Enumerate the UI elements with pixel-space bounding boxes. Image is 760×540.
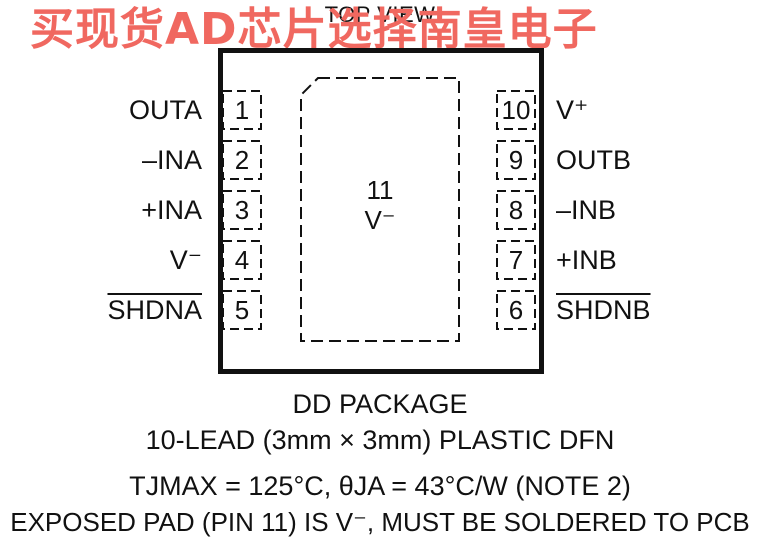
pin-9: 9 <box>496 140 536 180</box>
exposed-pad-outline <box>300 77 460 342</box>
pin-label-inb-minus: –INB <box>556 195 617 225</box>
exposed-pad-label: V⁻ <box>364 205 396 235</box>
pin-number: 3 <box>234 195 250 225</box>
watermark-text: 买现货AD芯片选择南皇电子 <box>30 4 598 55</box>
pin-label-shdna: SHDNA <box>107 295 202 325</box>
top-view-label: TOP VIEW <box>324 2 436 27</box>
pin-number: 10 <box>501 95 531 125</box>
pin-number: 8 <box>508 195 524 225</box>
pin-4: 4 <box>222 240 262 280</box>
pin-label-shdnb: SHDNB <box>556 295 651 325</box>
pin-number: 9 <box>508 145 524 175</box>
pin-3: 3 <box>222 190 262 230</box>
pin-10: 10 <box>496 90 536 130</box>
package-description: 10-LEAD (3mm × 3mm) PLASTIC DFN <box>145 425 615 455</box>
pin-label-outa: OUTA <box>129 95 202 125</box>
pin-label-inb-plus: +INB <box>556 245 617 275</box>
package-outline <box>218 48 544 374</box>
pin-label-v-minus: V⁻ <box>169 245 202 275</box>
pin-7: 7 <box>496 240 536 280</box>
exposed-pad-note: EXPOSED PAD (PIN 11) IS V⁻, MUST BE SOLD… <box>10 507 750 537</box>
pin-label-outb: OUTB <box>556 145 632 175</box>
pin-number: 6 <box>508 295 524 325</box>
exposed-pad <box>300 77 460 342</box>
package-name: DD PACKAGE <box>292 389 468 419</box>
pin-number: 1 <box>234 95 250 125</box>
thermal-spec: TJMAX = 125°C, θJA = 43°C/W (NOTE 2) <box>129 471 631 501</box>
pin-8: 8 <box>496 190 536 230</box>
pin-number: 7 <box>508 245 524 275</box>
exposed-pad-number: 11 <box>366 175 394 205</box>
pin-number: 5 <box>234 295 250 325</box>
pin-label-ina-minus: –INA <box>141 145 202 175</box>
pin-1: 1 <box>222 90 262 130</box>
pin-5: 5 <box>222 290 262 330</box>
pin-label-v-plus: V⁺ <box>556 95 589 125</box>
pin-6: 6 <box>496 290 536 330</box>
pin-number: 4 <box>234 245 250 275</box>
pin-label-ina-plus: +INA <box>141 195 202 225</box>
pin-2: 2 <box>222 140 262 180</box>
pin-number: 2 <box>234 145 250 175</box>
